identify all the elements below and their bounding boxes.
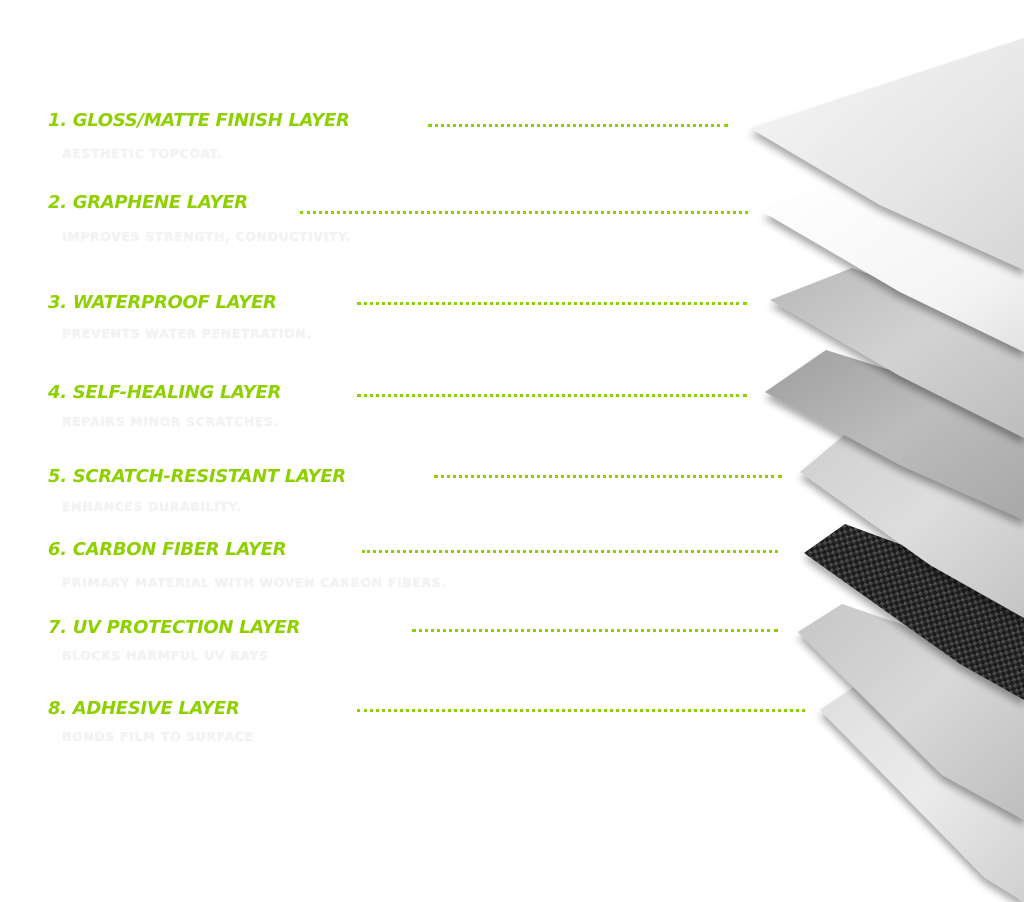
layer-3-title: 3. WATERPROOF LAYER: [48, 292, 277, 313]
layer-1-description: AESTHETIC TOPCOAT.: [62, 146, 223, 161]
layer-7-title: 7. UV PROTECTION LAYER: [48, 617, 301, 638]
layer-4-title: 4. SELF-HEALING LAYER: [48, 382, 282, 403]
layer-8-leader: [357, 709, 805, 712]
layer-2-description: IMPROVES STRENGTH, CONDUCTIVITY.: [62, 229, 351, 244]
layer-6-title: 6. CARBON FIBER LAYER: [48, 539, 287, 560]
layer-5-leader: [434, 475, 782, 478]
layer-3-leader: [357, 302, 747, 305]
layer-1-leader: [428, 124, 728, 127]
layer-2-title: 2. GRAPHENE LAYER: [48, 192, 248, 213]
sheet-carbon-fiber: [804, 524, 1024, 700]
layer-8-title: 8. ADHESIVE LAYER: [48, 698, 240, 719]
sheet-graphene: [763, 190, 1024, 352]
layer-4-description: REPAIRS MINOR SCRATCHES.: [62, 414, 279, 429]
layer-1-title: 1. GLOSS/MATTE FINISH LAYER: [48, 110, 350, 131]
layer-4-leader: [357, 394, 747, 397]
layer-7-leader: [412, 629, 778, 632]
sheet-gloss-matte: [750, 38, 1024, 270]
layer-6-leader: [362, 550, 778, 553]
layer-8-description: BONDS FILM TO SURFACE: [62, 729, 254, 744]
layer-6-description: PRIMARY MATERIAL WITH WOVEN CARBON FIBER…: [62, 575, 447, 590]
layer-2-leader: [300, 211, 748, 214]
layer-7-description: BLOCKS HARMFUL UV RAYS: [62, 648, 269, 663]
layer-5-description: ENHANCES DURABILITY.: [62, 499, 242, 514]
layer-3-description: PREVENTS WATER PENETRATION.: [62, 326, 312, 341]
layer-5-title: 5. SCRATCH-RESISTANT LAYER: [48, 466, 346, 487]
